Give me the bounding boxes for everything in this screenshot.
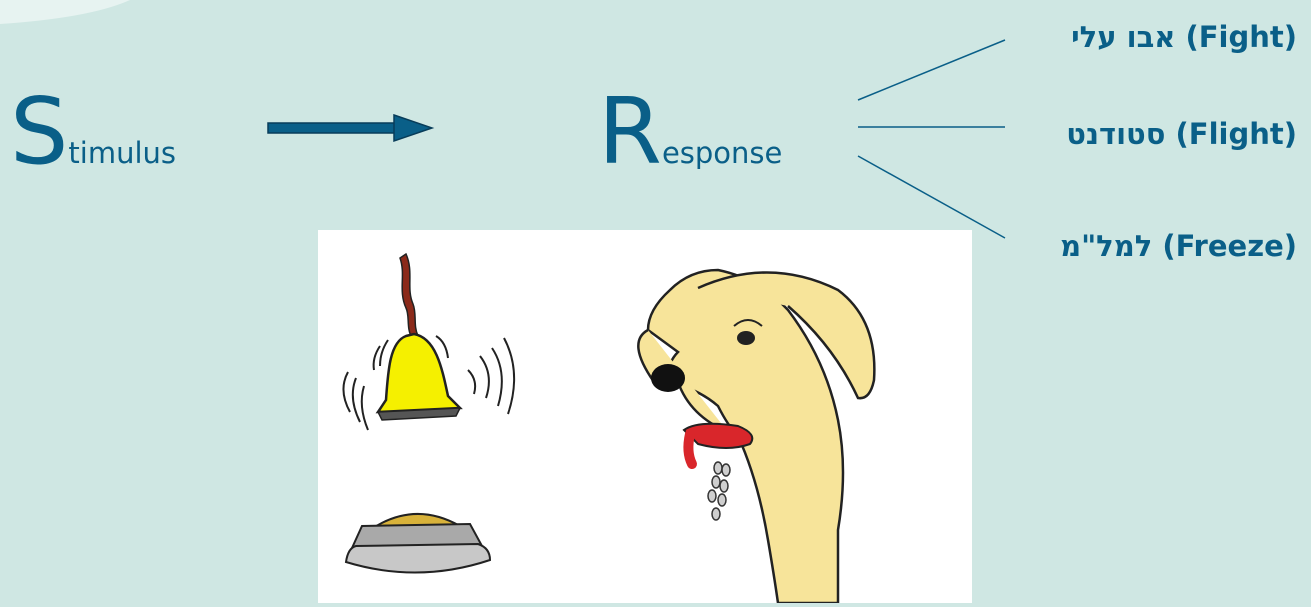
response-rest: esponse — [661, 136, 783, 170]
stimulus-initial: S — [10, 78, 69, 185]
stimulus-response-arrow — [267, 113, 435, 143]
response-freeze-label: למל"מ (Freeze) — [1060, 229, 1297, 263]
stimulus-rest: timulus — [68, 136, 177, 170]
saliva-drops-icon — [707, 461, 731, 521]
response-fight-label: אבו עלי (Fight) — [1071, 20, 1297, 54]
branch-line-freeze — [857, 155, 1006, 239]
branch-line-fight — [857, 39, 1006, 101]
dog-head-icon — [637, 268, 876, 605]
bell-icon — [342, 252, 516, 431]
response-branches — [857, 39, 1006, 239]
stimulus-term: Stimulus — [10, 86, 176, 178]
pavlov-illustration — [318, 230, 972, 605]
food-bowl-icon — [344, 512, 492, 574]
response-term: Response — [598, 86, 782, 178]
response-initial: R — [598, 78, 662, 185]
corner-decoration — [0, 0, 130, 24]
response-flight-label: סטודנט (Flight) — [1066, 117, 1297, 151]
